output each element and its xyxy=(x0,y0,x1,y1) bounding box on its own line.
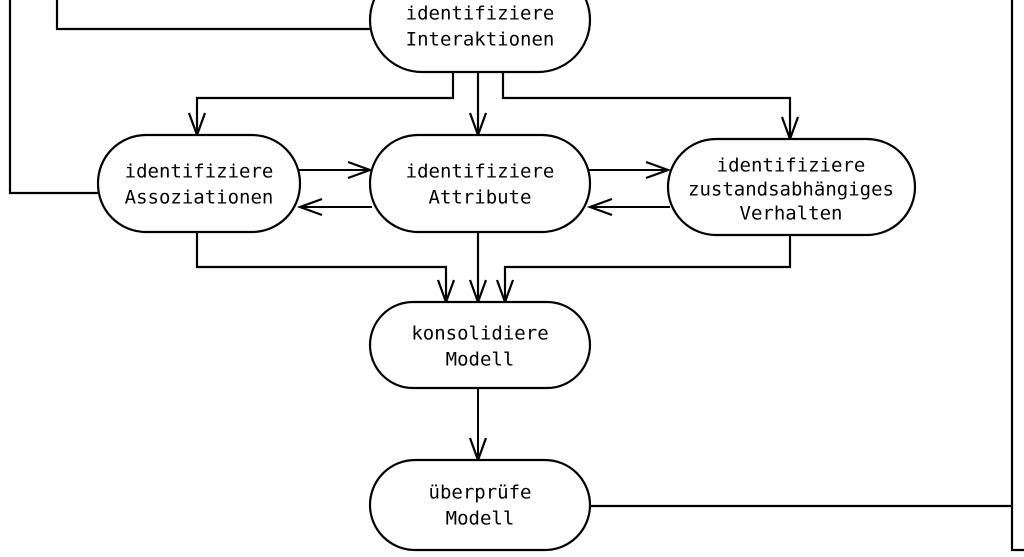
node-label-attribute-line2: Attribute xyxy=(429,187,532,209)
node-identifiziere-interaktionen[interactable]: identifiziere Interaktionen xyxy=(368,0,592,74)
node-identifiziere-zustandsabhaengiges-verhalten[interactable]: identifiziere zustandsabhängiges Verhalt… xyxy=(666,137,917,237)
node-label-attribute-line1: identifiziere xyxy=(406,161,555,183)
edge-attribute-to-konsolidiere xyxy=(468,232,488,306)
edge-interaktionen-to-attribute xyxy=(468,72,488,139)
node-identifiziere-assoziationen[interactable]: identifiziere Assoziationen xyxy=(96,133,302,234)
edge-konsolidiere-to-ueberpruefe xyxy=(468,388,488,464)
edge-interaktionen-to-assoziationen xyxy=(187,72,455,139)
edge-feedback-outer-left xyxy=(8,0,99,195)
edge-assoziationen-to-attribute xyxy=(298,160,374,180)
node-label-ueberpruefe-line1: überprüfe xyxy=(429,482,532,504)
edge-verhalten-to-attribute xyxy=(586,197,670,217)
node-label-assoziationen-line2: Assoziationen xyxy=(125,187,274,209)
node-label-interaktionen-line1: identifiziere xyxy=(406,3,555,25)
node-label-verhalten-line3: Verhalten xyxy=(740,203,843,225)
node-ueberpruefe-modell[interactable]: überprüfe Modell xyxy=(368,458,592,552)
edge-assoziationen-to-konsolidiere xyxy=(195,232,456,306)
node-label-interaktionen-line2: Interaktionen xyxy=(406,29,555,51)
node-label-konsolidiere-line2: Modell xyxy=(446,349,515,371)
edge-feedback-right-border xyxy=(1010,0,1024,552)
node-label-ueberpruefe-line2: Modell xyxy=(446,508,515,530)
edge-attribute-to-assoziationen xyxy=(296,197,372,217)
edge-verhalten-to-konsolidiere xyxy=(495,235,792,306)
edge-interaktionen-to-verhalten xyxy=(501,72,800,143)
node-identifiziere-attribute[interactable]: identifiziere Attribute xyxy=(368,133,592,234)
node-label-konsolidiere-line1: konsolidiere xyxy=(411,323,548,345)
node-label-assoziationen-line1: identifiziere xyxy=(125,161,274,183)
edge-attribute-to-verhalten xyxy=(588,160,672,180)
node-konsolidiere-modell[interactable]: konsolidiere Modell xyxy=(368,300,592,390)
node-label-verhalten-line1: identifiziere xyxy=(717,155,866,177)
node-label-verhalten-line2: zustandsabhängiges xyxy=(688,179,894,201)
edge-feedback-inner-left xyxy=(55,0,374,31)
